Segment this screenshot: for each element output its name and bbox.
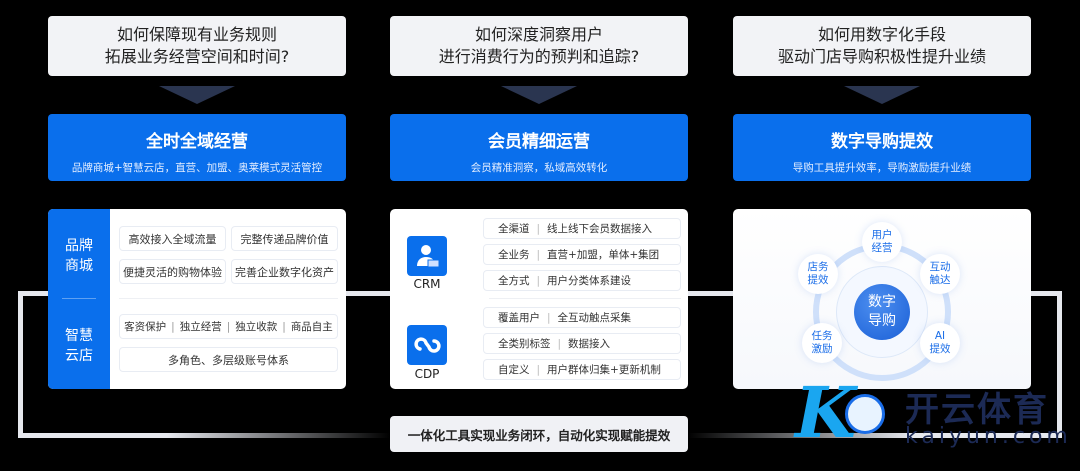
solution-card-2: 会员精细运营会员精准洞察，私域高效转化	[390, 114, 688, 181]
cdp-row: 全类别标签|数据接入	[483, 333, 681, 354]
question-line: 驱动门店导购积极性提升业绩	[777, 47, 986, 66]
cdp-label: CDP	[414, 367, 440, 381]
question-card-3: 如何用数字化手段驱动门店导购积极性提升业绩	[733, 16, 1031, 76]
question-line: 拓展业务经营空间和时间?	[104, 47, 290, 66]
feature-pill: 便捷灵活的购物体验	[119, 259, 226, 284]
question-card-2: 如何深度洞察用户进行消费行为的预判和追踪?	[390, 16, 688, 76]
question-line: 如何用数字化手段	[817, 25, 946, 44]
loop-line-left	[18, 291, 23, 438]
feature-pill: 高效接入全域流量	[119, 226, 226, 251]
question-line: 进行消费行为的预判和追踪?	[438, 47, 640, 66]
arrow-down-icon	[159, 86, 235, 104]
solution-card-3: 数字导购提效导购工具提升效率，导购激励提升业绩	[733, 114, 1031, 181]
question-line: 如何保障现有业务规则	[116, 25, 277, 44]
crm-row: 全业务|直营+加盟，单体+集团	[483, 244, 681, 265]
divider	[62, 298, 96, 299]
feature-pill: 完整传递品牌价值	[231, 226, 338, 251]
card-title: 全时全域经营	[146, 132, 248, 152]
node-store-ops: 店务提效	[798, 254, 838, 294]
question-line: 如何深度洞察用户	[474, 25, 603, 44]
panel-member: CRM CDP 全渠道|线上线下会员数据接入 全业务|直营+加盟，单体+集团 全…	[390, 209, 688, 389]
center-circle: 数字导购	[854, 284, 910, 340]
watermark-text-en: kaiyun.com	[905, 424, 1072, 449]
card-title: 会员精细运营	[488, 132, 590, 152]
feature-pill: 完善企业数字化资产	[231, 259, 338, 284]
card-title: 数字导购提效	[831, 132, 933, 152]
card-subtitle: 导购工具提升效率，导购激励提升业绩	[792, 162, 972, 174]
cdp-cloud-icon	[407, 325, 447, 365]
loop-line-bottom-right	[688, 433, 1062, 438]
card-subtitle: 品牌商城+智慧云店，直营、加盟、奥莱模式灵活管控	[71, 162, 323, 174]
watermark-logo: K 开云体育 kaiyun.com	[795, 372, 1075, 462]
closed-loop-label: 一体化工具实现业务闭环，自动化实现赋能提效	[390, 416, 688, 452]
loop-line-bottom-left	[18, 433, 390, 438]
divider	[489, 298, 681, 299]
panel-omnichannel: 品牌商城 智慧云店 高效接入全域流量 完整传递品牌价值 便捷灵活的购物体验 完善…	[48, 209, 346, 389]
node-task-incentive: 任务激励	[802, 323, 842, 363]
divider	[119, 298, 338, 299]
question-card-1: 如何保障现有业务规则拓展业务经营空间和时间?	[48, 16, 346, 76]
feature-pill-row: 客资保护| 独立经营| 独立收款| 商品自主	[119, 314, 338, 339]
solution-card-1: 全时全域经营品牌商城+智慧云店，直营、加盟、奥莱模式灵活管控	[48, 114, 346, 181]
card-subtitle: 会员精准洞察，私域高效转化	[470, 162, 608, 174]
arrow-down-icon	[501, 86, 577, 104]
feature-pill: 多角色、多层级账号体系	[119, 347, 338, 372]
arrow-down-icon	[844, 86, 920, 104]
node-user-ops: 用户经营	[862, 222, 902, 262]
brand-mall-label: 品牌商城	[65, 238, 93, 274]
crm-row: 全方式|用户分类体系建设	[483, 270, 681, 291]
cdp-row: 自定义|用户群体归集+更新机制	[483, 359, 681, 380]
loop-line-right	[1057, 291, 1062, 438]
crm-user-icon	[407, 236, 447, 276]
watermark-text-cn: 开云体育	[905, 390, 1049, 430]
crm-row: 全渠道|线上线下会员数据接入	[483, 218, 681, 239]
crm-label: CRM	[413, 277, 441, 291]
soccer-ball-icon	[845, 394, 885, 434]
node-interaction: 互动触达	[920, 254, 960, 294]
panel-side-bar: 品牌商城 智慧云店	[48, 209, 110, 389]
cdp-row: 覆盖用户|全互动触点采集	[483, 307, 681, 328]
smart-store-label: 智慧云店	[65, 328, 93, 364]
